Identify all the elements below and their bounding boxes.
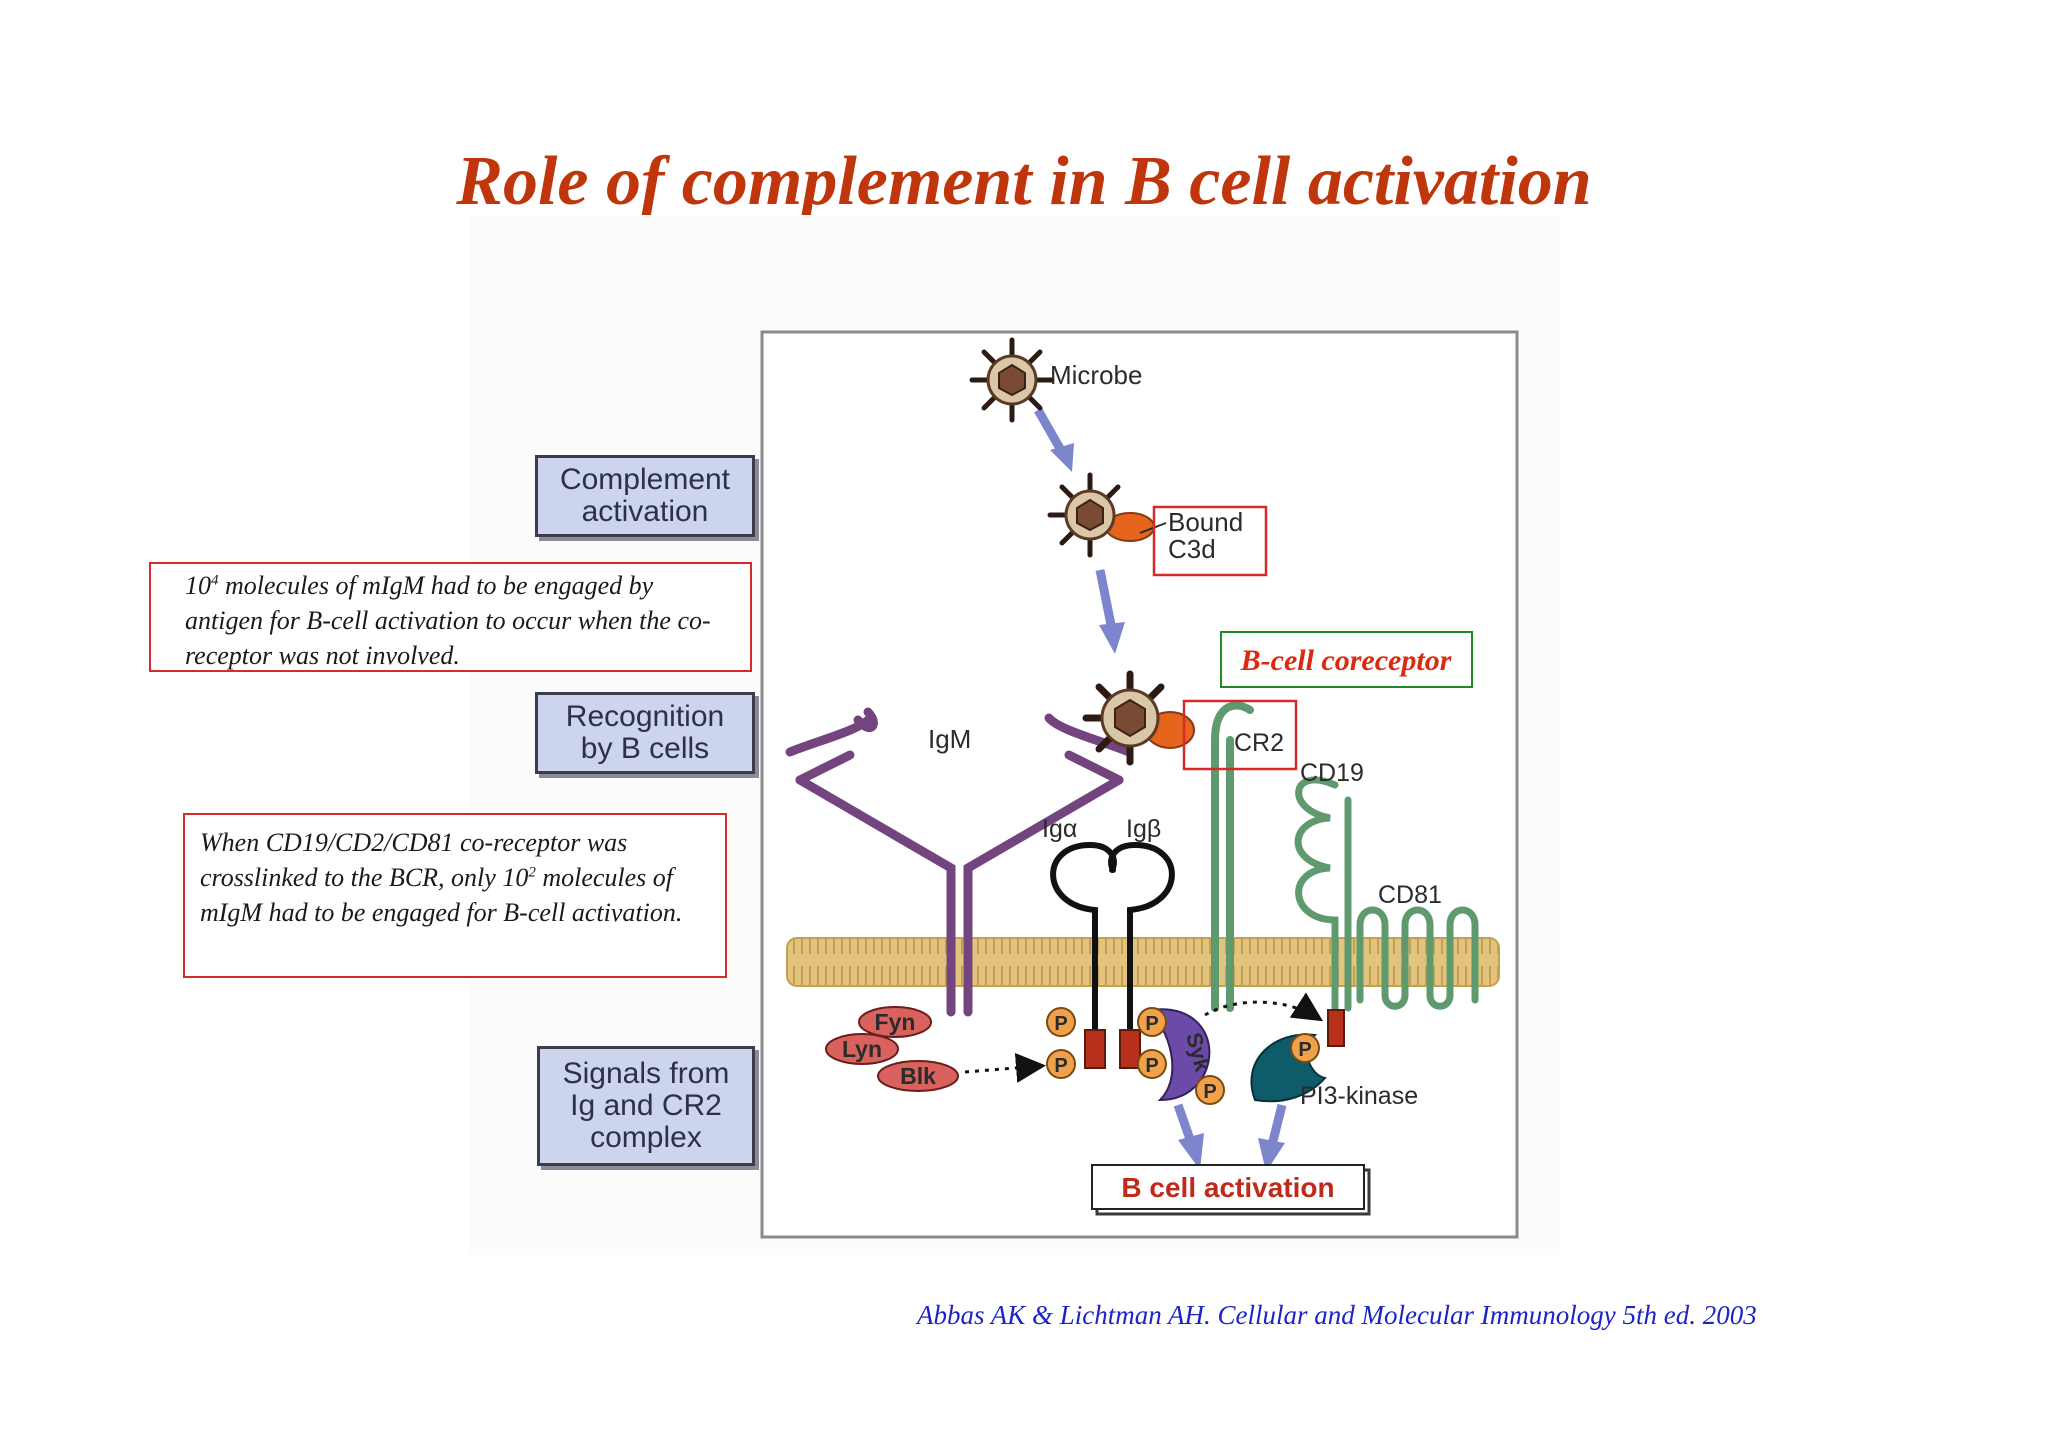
bound-c3d-highlight <box>1152 505 1268 577</box>
lyn-label: Lyn <box>842 1036 882 1062</box>
ig-beta-label: Igβ <box>1126 815 1161 843</box>
arrow-c3d-to-receptor <box>1095 569 1125 654</box>
page-title: Role of complement in B cell activation <box>456 143 1592 220</box>
note1-exponent: 4 <box>211 572 219 589</box>
blk-label: Blk <box>900 1063 936 1089</box>
phosphate-5: P <box>1195 1075 1225 1105</box>
cd81-icon <box>1356 906 1479 1010</box>
dotted-arrows <box>964 992 1324 1083</box>
phosphate-6: P <box>1290 1033 1320 1063</box>
b-cell-activation-label: B cell activation <box>1121 1172 1334 1203</box>
step-complement-activation: Complement activation <box>535 455 755 537</box>
cd19-label: CD19 <box>1300 759 1364 787</box>
cr2-highlight <box>1182 699 1298 771</box>
phosphate-2: P <box>1046 1049 1076 1079</box>
dotted-arrow-syk <box>1204 992 1324 1022</box>
cr2-receptor-icon <box>1211 701 1254 1012</box>
pi3-kinase-label: PI3-kinase <box>1300 1082 1418 1110</box>
syk-icon <box>1148 1008 1211 1102</box>
igm-label: IgM <box>928 724 971 754</box>
phosphate-3: P <box>1137 1007 1167 1037</box>
igm-receptor-icon <box>785 707 1134 1017</box>
svg-text:P: P <box>1145 1013 1158 1035</box>
microbe-with-c3d-icon <box>1047 472 1155 558</box>
ig-alpha-beta-icon <box>1050 841 1175 1069</box>
bound-c3d-label-line1: Bound <box>1168 507 1243 537</box>
coreceptor-label: B-cell coreceptor <box>1240 644 1452 677</box>
svg-text:P: P <box>1203 1081 1216 1103</box>
step-signals-from-ig-cr2: Signals from Ig and CR2 complex <box>537 1046 755 1166</box>
dotted-arrow-kinase <box>964 1052 1046 1083</box>
b-cell-activation-box: B cell activation <box>1091 1164 1371 1216</box>
phosphate-groups: P P P P P P <box>1046 1007 1320 1105</box>
cr2-label: CR2 <box>1234 729 1284 757</box>
svg-text:P: P <box>1054 1055 1067 1077</box>
microbe-icon <box>969 337 1055 423</box>
cd19-icon <box>1294 776 1352 1012</box>
svg-text:P: P <box>1298 1039 1311 1061</box>
flow-arrows <box>1034 407 1287 1172</box>
note2-suffix: molecules of mIgM had to be engaged for … <box>200 863 683 927</box>
microbe-label: Microbe <box>1050 360 1142 390</box>
arrow-syk-to-activation <box>1173 1103 1204 1170</box>
svg-text:P: P <box>1054 1013 1067 1035</box>
note1-base: 10 <box>185 571 211 600</box>
microbe-bound-icon <box>1082 670 1195 766</box>
arrow-pi3k-to-activation <box>1258 1103 1287 1172</box>
src-kinases-icon <box>825 1006 959 1092</box>
phosphate-1: P <box>1046 1007 1076 1037</box>
note1-text: molecules of mIgM had to be engaged by a… <box>185 571 711 670</box>
note-with-coreceptor: When CD19/CD2/CD81 co-receptor was cross… <box>183 813 727 978</box>
step-recognition-by-b-cells: Recognition by B cells <box>535 692 755 774</box>
note-without-coreceptor: 104 molecules of mIgM had to be engaged … <box>149 562 752 672</box>
note2-prefix: When CD19/CD2/CD81 co-receptor was cross… <box>200 828 628 892</box>
cd81-label: CD81 <box>1378 881 1442 909</box>
phosphate-4: P <box>1137 1049 1167 1079</box>
bound-c3d-label-line2: C3d <box>1168 534 1216 564</box>
citation: Abbas AK & Lichtman AH. Cellular and Mol… <box>917 1300 1757 1330</box>
ig-alpha-label: Igα <box>1042 815 1077 843</box>
coreceptor-callout: B-cell coreceptor <box>1220 631 1473 688</box>
cell-membrane <box>786 937 1500 987</box>
note2-exponent: 2 <box>528 864 536 881</box>
svg-text:P: P <box>1145 1055 1158 1077</box>
fyn-label: Fyn <box>875 1009 916 1035</box>
arrow-microbe-to-c3d <box>1034 407 1074 472</box>
